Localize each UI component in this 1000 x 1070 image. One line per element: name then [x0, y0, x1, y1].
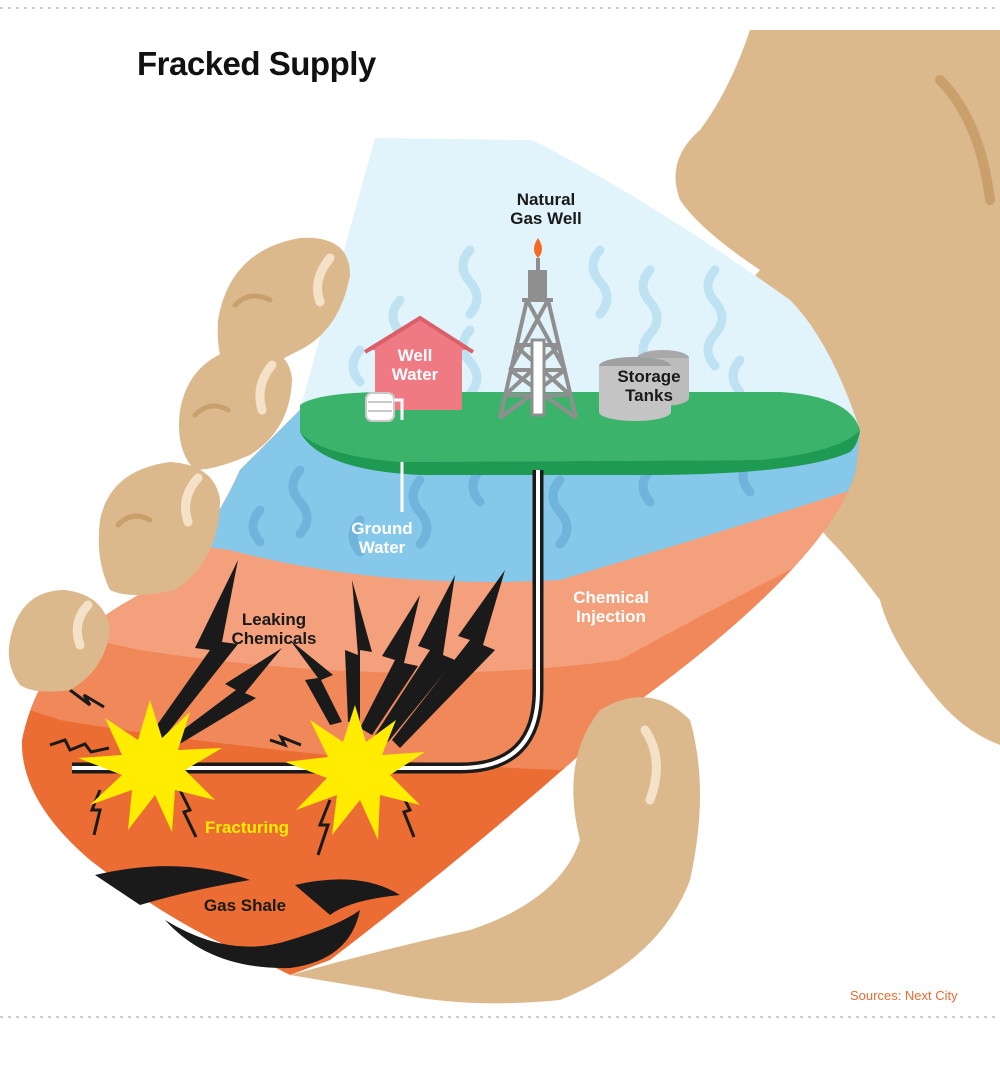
label-storage-tanks: Storage Tanks	[597, 367, 701, 405]
label-well-water: Well Water	[380, 346, 450, 384]
label-fracturing: Fracturing	[192, 818, 302, 837]
source-credit: Sources: Next City	[850, 988, 958, 1003]
label-leaking-chemicals: Leaking Chemicals	[224, 610, 324, 648]
label-chemical-injection: Chemical Injection	[559, 588, 663, 626]
label-natural-gas-well: Natural Gas Well	[496, 190, 596, 228]
label-ground-water: Ground Water	[337, 519, 427, 557]
page-title: Fracked Supply	[137, 45, 376, 83]
label-gas-shale: Gas Shale	[190, 896, 300, 915]
